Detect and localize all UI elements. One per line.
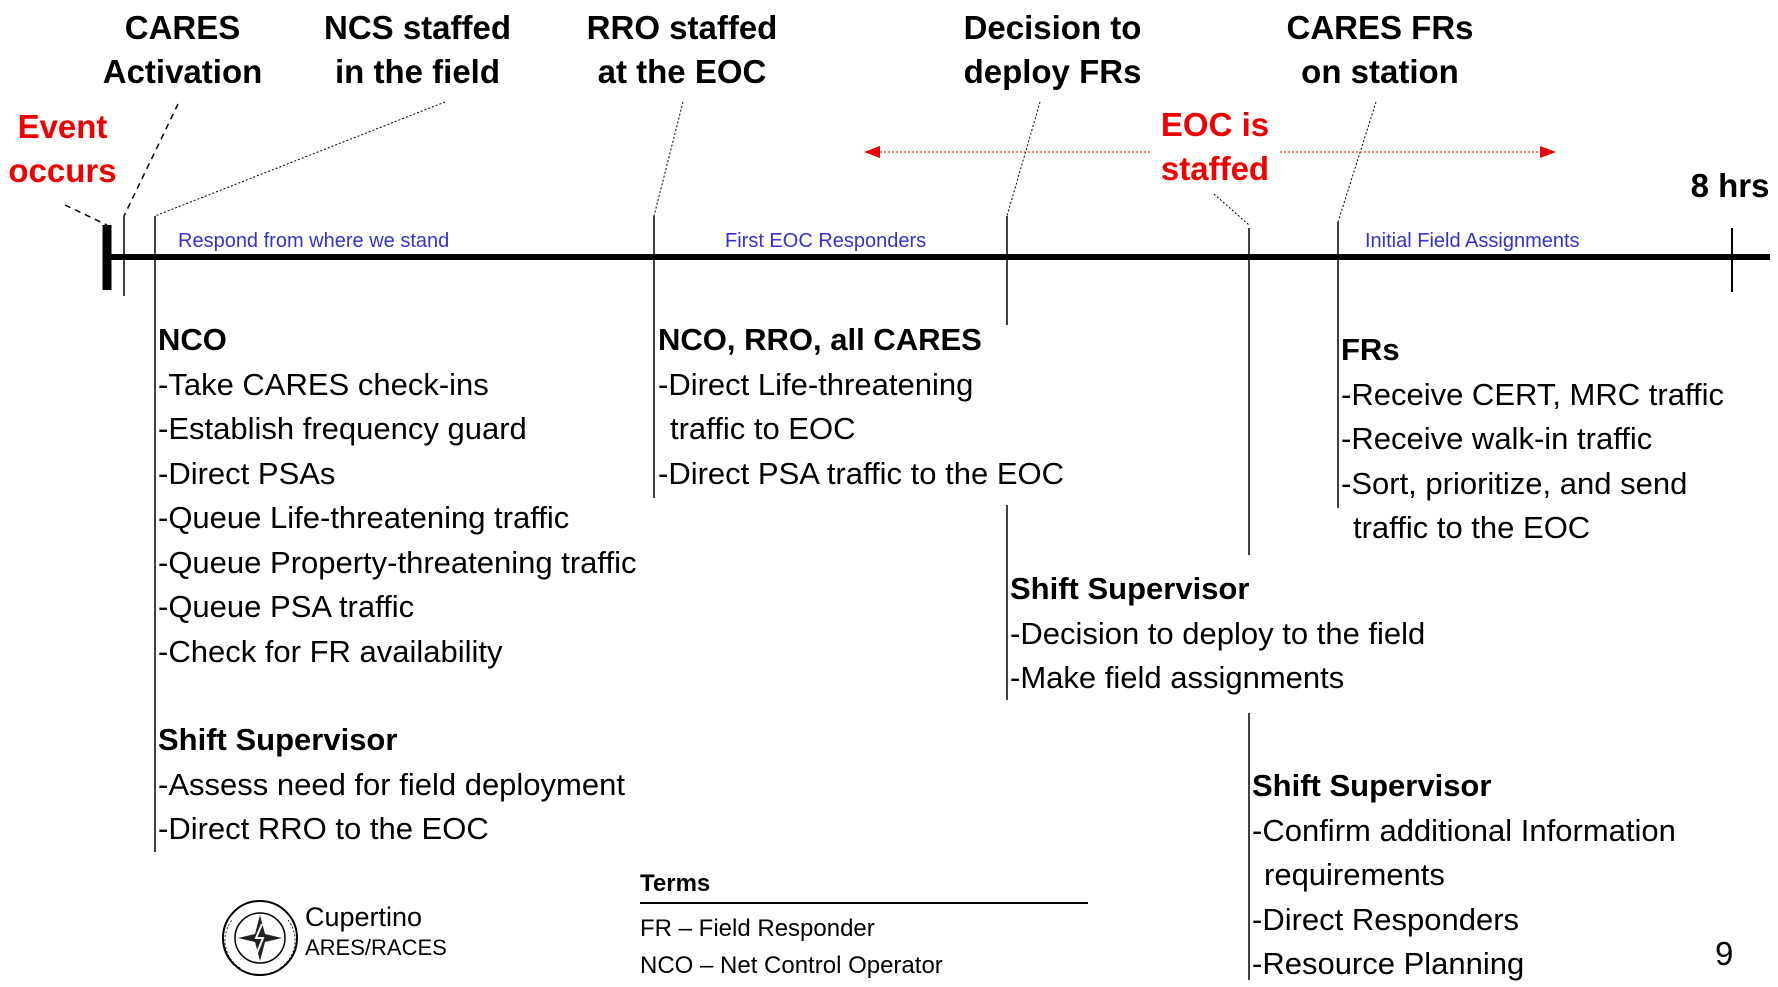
leader-ncs-staffed bbox=[154, 101, 446, 217]
activity-block-nco: NCO -Take CARES check-ins -Establish fre… bbox=[158, 318, 636, 674]
milestone-label-line: on station bbox=[1301, 53, 1459, 90]
block-item: -Direct Responders bbox=[1252, 901, 1520, 937]
block-item: -Assess need for field deployment bbox=[158, 766, 625, 802]
leader-decision-deploy bbox=[1006, 101, 1041, 217]
milestone-label-line: Activation bbox=[102, 53, 263, 90]
milestone-rro-staffed: RRO staffed at the EOC bbox=[572, 6, 792, 94]
block-item: -Make field assignments bbox=[1010, 660, 1345, 695]
block-title: NCO, RRO, all CARES bbox=[658, 322, 982, 357]
activity-block-shift-supervisor-1: Shift Supervisor -Assess need for field … bbox=[158, 718, 625, 852]
block-title: FRs bbox=[1341, 332, 1400, 367]
milestone-label-line: Decision to bbox=[963, 9, 1142, 46]
block-title: Shift Supervisor bbox=[1010, 571, 1250, 606]
block-item: -Direct PSAs bbox=[158, 455, 336, 491]
block-item: -Establish frequency guard bbox=[158, 411, 527, 446]
milestone-label-line: Event bbox=[17, 108, 108, 145]
term-item: FR – Field Responder bbox=[640, 915, 875, 942]
milestone-decision-deploy: Decision to deploy FRs bbox=[940, 6, 1165, 94]
terms-legend: Terms FR – Field Responder NCO – Net Con… bbox=[640, 868, 1088, 984]
activity-block-shift-supervisor-3: Shift Supervisor -Confirm additional Inf… bbox=[1252, 764, 1676, 987]
phase-label: Initial Field Assignments bbox=[1365, 230, 1580, 252]
block-item: -Resource Planning bbox=[1252, 946, 1525, 981]
block-item: -Decision to deploy to the field bbox=[1010, 615, 1426, 651]
activity-block-frs: FRs -Receive CERT, MRC traffic -Receive … bbox=[1341, 328, 1724, 551]
block-item: traffic to the EOC bbox=[1353, 510, 1591, 545]
eoc-span-left-arrowhead bbox=[864, 146, 880, 158]
milestone-cares-activation: CARES Activation bbox=[100, 6, 265, 94]
logo-subtitle: ARES/RACES bbox=[305, 935, 447, 960]
milestone-eoc-staffed: EOC is staffed bbox=[1150, 103, 1280, 191]
block-item: -Sort, prioritize, and send bbox=[1341, 465, 1688, 501]
milestone-label-line: in the field bbox=[335, 53, 500, 90]
block-item: requirements bbox=[1264, 857, 1445, 892]
milestone-label-line: NCS staffed bbox=[323, 9, 512, 46]
leader-event-occurs bbox=[64, 204, 108, 226]
term-item: NCO – Net Control Operator bbox=[640, 952, 943, 979]
milestone-label-line: RRO staffed bbox=[586, 9, 778, 46]
block-item: -Take CARES check-ins bbox=[158, 366, 489, 402]
page-number: 9 bbox=[1715, 935, 1734, 972]
block-title: NCO bbox=[158, 322, 227, 357]
milestone-label-line: at the EOC bbox=[597, 53, 767, 90]
block-item: -Confirm additional Information bbox=[1252, 812, 1676, 848]
leader-rro-staffed bbox=[653, 101, 684, 217]
milestone-event-occurs: Event occurs bbox=[0, 105, 125, 193]
milestone-label-line: staffed bbox=[1160, 150, 1270, 187]
logo-text: Cupertino ARES/RACES bbox=[305, 900, 447, 962]
milestone-label-line: CARES bbox=[124, 9, 241, 46]
milestone-label-line: occurs bbox=[8, 152, 117, 189]
leader-eoc-staffed bbox=[1213, 193, 1250, 226]
block-item: -Receive walk-in traffic bbox=[1341, 421, 1653, 456]
milestone-cares-frs: CARES FRs on station bbox=[1275, 6, 1485, 94]
timeline-end-label: 8 hrs bbox=[1690, 167, 1770, 204]
terms-title: Terms bbox=[640, 868, 1088, 904]
milestone-label-line: deploy FRs bbox=[963, 53, 1142, 90]
block-title: Shift Supervisor bbox=[158, 722, 398, 757]
block-item: -Direct PSA traffic to the EOC bbox=[658, 455, 1065, 491]
phase-label: Respond from where we stand bbox=[178, 230, 450, 252]
ares-logo-icon bbox=[222, 900, 298, 976]
block-item: -Check for FR availability bbox=[158, 633, 503, 669]
block-item: -Receive CERT, MRC traffic bbox=[1341, 376, 1724, 412]
block-title: Shift Supervisor bbox=[1252, 768, 1492, 803]
block-item: -Queue Property-threatening traffic bbox=[158, 544, 637, 580]
block-item: traffic to EOC bbox=[670, 411, 856, 446]
block-item: -Queue PSA traffic bbox=[158, 589, 415, 624]
block-item: -Direct Life-threatening bbox=[658, 366, 974, 402]
eoc-span-right-arrowhead bbox=[1540, 146, 1556, 158]
leader-cares-activation bbox=[123, 103, 179, 217]
activity-block-shift-supervisor-2: Shift Supervisor -Decision to deploy to … bbox=[1010, 567, 1425, 701]
logo-name: Cupertino bbox=[305, 902, 423, 932]
block-item: -Queue Life-threatening traffic bbox=[158, 500, 570, 535]
phase-label: First EOC Responders bbox=[725, 230, 927, 252]
milestone-label-line: EOC is bbox=[1160, 106, 1270, 143]
milestone-ncs-staffed: NCS staffed in the field bbox=[310, 6, 525, 94]
milestone-label-line: CARES FRs bbox=[1286, 9, 1474, 46]
leader-cares-frs bbox=[1337, 101, 1377, 223]
block-item: -Direct RRO to the EOC bbox=[158, 811, 489, 846]
activity-block-nco-rro: NCO, RRO, all CARES -Direct Life-threate… bbox=[658, 318, 1064, 496]
